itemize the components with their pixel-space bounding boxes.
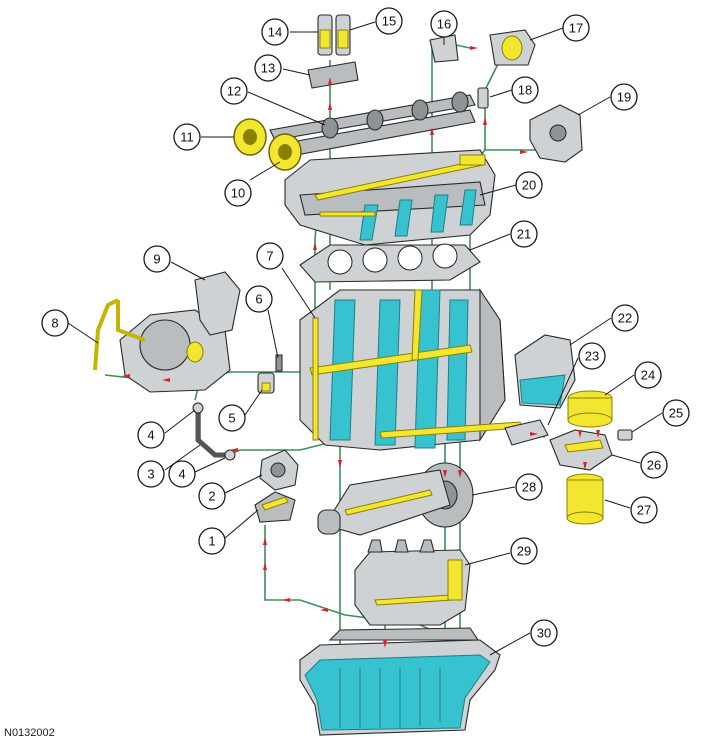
svg-text:16: 16 xyxy=(437,17,451,32)
svg-text:28: 28 xyxy=(522,480,536,495)
svg-text:25: 25 xyxy=(669,406,683,421)
callout-10: 10 xyxy=(224,179,252,207)
gasket-23 xyxy=(504,419,549,446)
callout-5: 5 xyxy=(218,404,246,432)
oil-pickup-tube xyxy=(254,491,296,523)
svg-text:30: 30 xyxy=(537,626,551,641)
callout-11: 11 xyxy=(173,123,201,151)
svg-text:8: 8 xyxy=(51,316,58,331)
camshafts xyxy=(269,91,476,159)
svg-text:12: 12 xyxy=(227,84,241,99)
svg-text:18: 18 xyxy=(518,83,532,98)
figure-id-label: N0132002 xyxy=(4,727,55,739)
vacuum-pump xyxy=(489,29,536,66)
callout-23: 23 xyxy=(578,342,606,370)
callout-7: 7 xyxy=(256,242,284,270)
svg-text:1: 1 xyxy=(208,534,215,549)
callout-6: 6 xyxy=(245,285,273,313)
callout-27: 27 xyxy=(630,496,658,524)
callout-28: 28 xyxy=(515,473,543,501)
svg-text:13: 13 xyxy=(261,61,275,76)
oil-pressure-switch xyxy=(257,372,275,394)
engine-front-cover xyxy=(514,334,576,409)
callout-4b: 4 xyxy=(168,460,196,488)
lower-crankcase xyxy=(354,539,471,626)
cylinder-block xyxy=(299,288,523,451)
head-gasket xyxy=(299,243,481,283)
callout-17: 17 xyxy=(562,14,590,42)
svg-text:29: 29 xyxy=(517,544,531,559)
svg-text:5: 5 xyxy=(228,411,235,426)
svg-text:17: 17 xyxy=(569,21,583,36)
callout-26: 26 xyxy=(640,451,668,479)
callout-2: 2 xyxy=(198,482,226,510)
cam-sprocket-11 xyxy=(233,118,267,156)
svg-text:4: 4 xyxy=(178,467,185,482)
callout-29: 29 xyxy=(510,537,538,565)
callout-18: 18 xyxy=(511,76,539,104)
callout-14: 14 xyxy=(261,18,289,46)
callout-30: 30 xyxy=(530,619,558,647)
svg-text:4: 4 xyxy=(147,428,154,443)
svg-text:9: 9 xyxy=(153,252,160,267)
oil-filter xyxy=(566,473,604,525)
cylinder-head xyxy=(284,149,496,246)
callout-12: 12 xyxy=(220,77,248,105)
oil-cooler xyxy=(567,390,613,428)
vct-solenoid-assembly xyxy=(307,14,359,89)
callout-15: 15 xyxy=(375,7,403,35)
flow-arrows xyxy=(122,46,600,648)
svg-text:22: 22 xyxy=(618,311,632,326)
svg-text:3: 3 xyxy=(147,467,154,482)
callout-1: 1 xyxy=(198,527,226,555)
turbocharger xyxy=(119,271,241,393)
svg-text:23: 23 xyxy=(585,349,599,364)
oil-fitting-18 xyxy=(477,87,489,109)
svg-text:11: 11 xyxy=(180,130,194,145)
callout-24: 24 xyxy=(634,361,662,389)
callout-8: 8 xyxy=(41,309,69,337)
svg-text:6: 6 xyxy=(255,292,262,307)
callout-19: 19 xyxy=(610,83,638,111)
callout-4a: 4 xyxy=(137,421,165,449)
svg-text:20: 20 xyxy=(522,178,536,193)
svg-text:19: 19 xyxy=(617,90,631,105)
svg-text:15: 15 xyxy=(382,14,396,29)
callout-21: 21 xyxy=(510,220,538,248)
oil-pan-ribs xyxy=(339,668,441,728)
svg-text:2: 2 xyxy=(208,489,215,504)
svg-text:24: 24 xyxy=(641,368,655,383)
callout-3: 3 xyxy=(137,460,165,488)
callout-22: 22 xyxy=(611,304,639,332)
leader-lines xyxy=(67,21,663,656)
fuel-pump-housing xyxy=(529,104,583,163)
svg-text:26: 26 xyxy=(647,458,661,473)
callout-16: 16 xyxy=(430,10,458,38)
cam-sprocket-10 xyxy=(268,133,302,171)
oil-pan xyxy=(299,627,501,736)
callout-9: 9 xyxy=(143,245,171,273)
crankshaft xyxy=(317,462,474,536)
callout-20: 20 xyxy=(515,171,543,199)
svg-text:21: 21 xyxy=(517,227,531,242)
oil-pump xyxy=(259,449,299,491)
drain-plug-25 xyxy=(617,429,633,441)
svg-text:14: 14 xyxy=(268,25,282,40)
svg-text:27: 27 xyxy=(637,503,651,518)
callout-25: 25 xyxy=(662,399,690,427)
callout-13: 13 xyxy=(254,54,282,82)
svg-text:10: 10 xyxy=(231,186,245,201)
oil-jet-fitting-6 xyxy=(275,354,283,372)
oil-filter-adapter xyxy=(549,429,613,471)
svg-text:7: 7 xyxy=(266,249,273,264)
turbo-oil-feed-pipe xyxy=(93,298,146,371)
